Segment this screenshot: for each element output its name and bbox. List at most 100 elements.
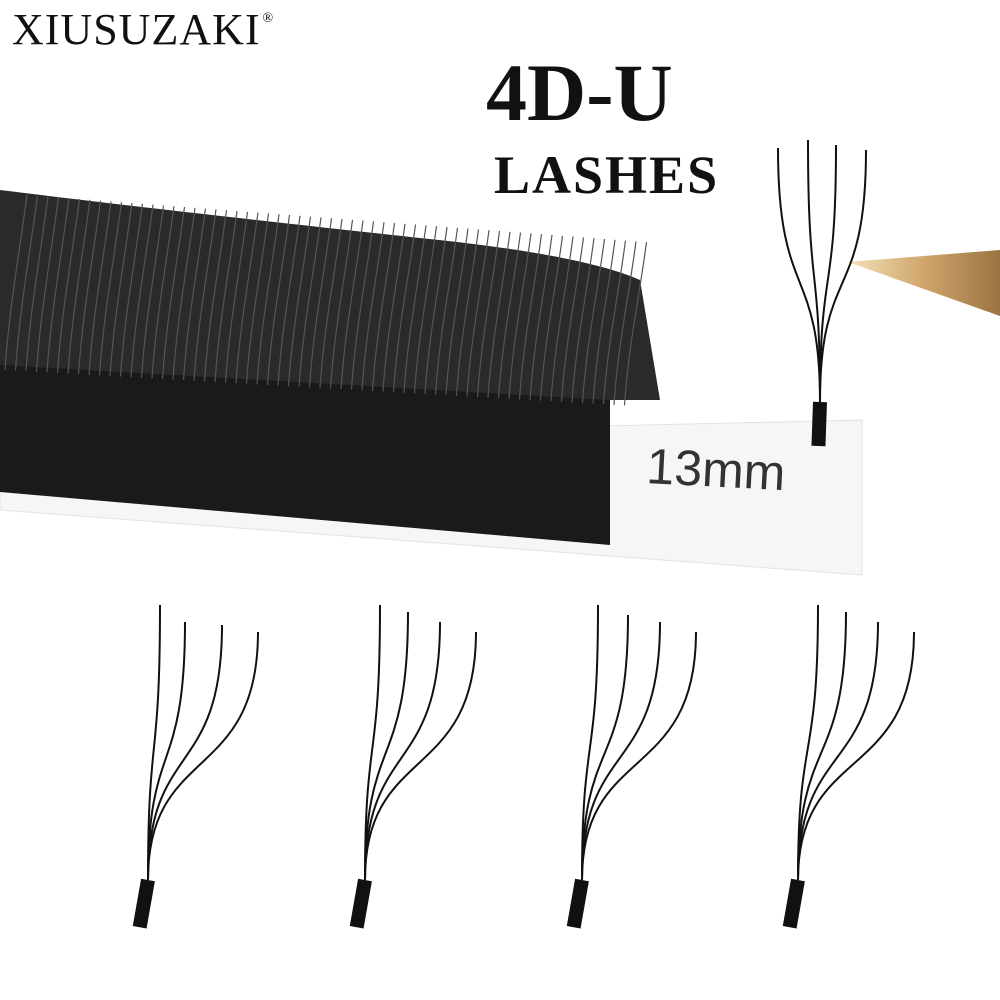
lash-strand — [67, 199, 91, 374]
lash-strand — [277, 215, 301, 386]
lash-hair — [819, 149, 867, 403]
lash-strand — [508, 233, 532, 399]
lash-fans — [132, 139, 915, 929]
lash-strand — [466, 230, 490, 397]
lash-strand — [403, 225, 427, 393]
lash-hair — [581, 631, 697, 881]
lash-strand — [550, 236, 574, 402]
lash-strand — [245, 213, 270, 384]
lash-strand — [214, 210, 238, 383]
lash-strip-strands — [4, 194, 648, 406]
lash-strand — [623, 242, 648, 406]
lash-strand — [340, 220, 364, 390]
lash-strand — [119, 203, 144, 377]
lash-strand — [172, 207, 196, 380]
lash-strand — [25, 196, 49, 372]
lash-strand — [529, 234, 553, 401]
lash-hair — [819, 144, 837, 403]
lash-strand — [109, 202, 133, 377]
lash-strand — [571, 238, 595, 403]
lash-strand — [203, 210, 228, 382]
lash-strand — [224, 211, 249, 383]
lash-strand — [413, 226, 438, 394]
lash-strand — [581, 238, 606, 404]
lash-hair — [147, 604, 161, 881]
lash-strand — [539, 235, 564, 401]
lash-hair — [797, 611, 847, 881]
lash-strand — [371, 222, 396, 392]
lash-fan-icon — [132, 604, 259, 929]
lash-hair — [147, 621, 186, 881]
lash-strand — [319, 218, 343, 389]
lash-strand — [235, 212, 259, 384]
lash-strand — [182, 208, 207, 381]
lash-hair — [364, 611, 409, 881]
lash-hair — [777, 147, 821, 403]
lash-strand — [445, 228, 469, 396]
lash-hair — [581, 614, 629, 881]
product-subtitle: LASHES — [494, 145, 720, 205]
lash-strand — [130, 204, 154, 378]
lash-strip-fans — [0, 190, 660, 400]
lash-hair — [364, 604, 381, 881]
lash-strand — [193, 209, 217, 381]
lash-hair — [581, 604, 599, 881]
lash-strand — [266, 214, 291, 386]
lash-hair — [797, 631, 915, 881]
tweezer-icon — [848, 250, 1000, 316]
lash-strand — [88, 201, 112, 375]
lash-hair — [364, 621, 441, 881]
lash-strand — [382, 223, 406, 392]
lash-fan-base — [811, 401, 827, 447]
lash-hair — [807, 139, 821, 403]
lash-strand — [434, 227, 459, 395]
lash-fan-icon — [777, 139, 867, 447]
lash-strand — [140, 205, 165, 378]
lash-fan-base — [349, 878, 372, 929]
lash-strip-base — [0, 360, 610, 545]
lash-hair — [364, 631, 477, 881]
lash-hair — [147, 631, 259, 881]
lash-strand — [4, 194, 28, 371]
lash-strand — [455, 229, 480, 396]
brand-name: XIUSUZAKI — [12, 5, 261, 54]
lash-hair — [581, 621, 661, 881]
product-title: 4D-U — [486, 47, 673, 138]
lash-strand — [592, 239, 616, 404]
lash-hair — [147, 624, 223, 881]
lash-strand — [308, 218, 333, 388]
lash-strand — [298, 217, 322, 387]
brand-logo: XIUSUZAKI® — [12, 8, 274, 52]
lash-strand — [392, 224, 417, 393]
lash-strand — [361, 222, 385, 391]
lash-strand — [98, 202, 123, 376]
lash-strand — [46, 198, 70, 373]
lash-strand — [497, 232, 522, 399]
lash-strand — [329, 219, 354, 389]
lash-strand — [602, 240, 627, 405]
lash-strand — [424, 226, 448, 395]
lash-fan-base — [132, 878, 155, 929]
lash-hair — [797, 621, 879, 881]
lash-fan-base — [782, 878, 805, 929]
lash-strand — [350, 221, 375, 390]
lash-fan-base — [566, 878, 589, 929]
lash-strand — [476, 230, 501, 398]
lash-strand — [14, 195, 39, 371]
lash-fan-icon — [782, 604, 915, 929]
lash-strand — [518, 234, 543, 400]
lash-hair — [797, 604, 819, 881]
lash-strand — [287, 216, 312, 387]
lash-strand — [151, 206, 175, 379]
lash-fan-icon — [566, 604, 697, 929]
lash-length-label: 13mm — [645, 438, 787, 502]
lash-strand — [613, 241, 637, 405]
lash-strand — [161, 206, 186, 380]
lash-strand — [560, 237, 585, 402]
lash-strand — [35, 197, 60, 372]
lash-strand — [56, 198, 81, 374]
lash-strand — [256, 214, 280, 385]
lash-strand — [487, 231, 511, 398]
registered-mark: ® — [262, 11, 275, 26]
